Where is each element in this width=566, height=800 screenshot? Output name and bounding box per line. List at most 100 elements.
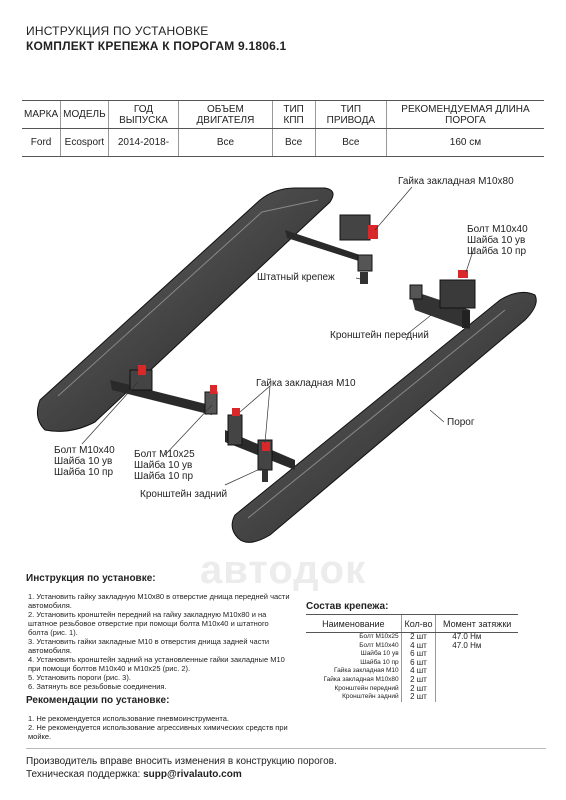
label-bolt-m10x25-line1: Болт М10х25 <box>134 449 195 460</box>
label-bolt-m10x40-left-line1: Болт М10х40 <box>54 445 115 456</box>
recommendations-heading: Рекомендации по установке: <box>26 695 170 706</box>
instruction-step: 6. Затянуть все резьбовые соединения. <box>28 682 167 691</box>
label-bolt-m10x25-line3: Шайба 10 пр <box>134 471 194 482</box>
left-front-bracket <box>285 214 378 284</box>
label-sill: Порог <box>447 417 475 428</box>
instructions-list: 1. Установить гайку закладную М10х80 в о… <box>28 592 290 691</box>
parts-cell-qty: 4 шт <box>400 641 436 651</box>
footer-disclaimer: Производитель вправе вносить изменения в… <box>26 756 337 767</box>
leader-lines <box>81 186 475 486</box>
parts-heading: Состав крепежа: <box>306 601 389 612</box>
instruction-step: 5. Установить пороги (рис. 3). <box>28 673 131 682</box>
label-bolt-m10x40-left-line3: Шайба 10 пр <box>54 467 114 478</box>
label-bolt-m10x40-left-line2: Шайба 10 ув <box>54 456 113 467</box>
parts-cell-name: Гайка закладная М10 <box>333 667 399 675</box>
spec-cell: Ford <box>22 128 61 157</box>
instruction-step: 2. Установить кронштейн передний на гайк… <box>28 610 269 637</box>
spec-col-header: ОБЪЕМ ДВИГАТЕЛЯ <box>178 100 273 129</box>
sill-diagram-svg <box>36 186 537 543</box>
spec-cell: Ecosport <box>60 128 109 157</box>
footer-support: Техническая поддержка: supp@rivalauto.co… <box>26 769 242 780</box>
parts-cell-qty: 2 шт <box>400 632 436 642</box>
label-nut-m10: Гайка закладная М10 <box>256 378 356 389</box>
spec-col-header: ТИП КПП <box>271 100 316 129</box>
parts-cell-torque <box>435 667 518 676</box>
doc-subtitle: КОМПЛЕКТ КРЕПЕЖА К ПОРОГАМ 9.1806.1 <box>26 39 287 53</box>
label-rear-bracket: Кронштейн задний <box>140 489 228 500</box>
label-bolt-m10x40-right: Болт М10х40 Шайба 10 ув Шайба 10 пр <box>467 224 528 257</box>
spec-col-header: ГОД ВЫПУСКА <box>107 100 179 129</box>
parts-cell-name: Кронштейн задний <box>342 693 399 701</box>
parts-col-header: Кол-во <box>400 614 436 633</box>
spec-col-header: ТИП ПРИВОДА <box>314 100 387 129</box>
parts-cell-name: Шайба 10 пр <box>360 658 399 666</box>
instruction-step: 4. Установить кронштейн задний на устано… <box>28 655 285 673</box>
parts-cell-torque <box>435 684 518 694</box>
parts-cell-qty: 6 шт <box>400 650 436 659</box>
parts-col-header: Момент затяжки <box>435 614 518 633</box>
label-bolt-m10x40-right-line1: Болт М10х40 <box>467 224 528 235</box>
support-email-link[interactable]: supp@rivalauto.com <box>143 769 242 780</box>
left-sill <box>36 187 334 432</box>
parts-cell-torque: 47.0 Нм <box>435 641 518 651</box>
instructions-heading: Инструкция по установке: <box>26 573 156 584</box>
parts-cell-torque <box>435 658 518 668</box>
parts-cell-name: Болт М10х40 <box>359 641 399 649</box>
label-bolt-m10x40-left: Болт М10х40 Шайба 10 ув Шайба 10 пр <box>54 445 115 478</box>
label-bolt-m10x25: Болт М10х25 Шайба 10 ув Шайба 10 пр <box>134 449 195 482</box>
installation-diagram: Гайка закладная М10х80 Болт М10х40 Шайба… <box>0 160 566 560</box>
parts-cell-name: Шайба 10 ув <box>360 650 399 658</box>
parts-cell-qty: 4 шт <box>400 667 436 676</box>
label-standard-mount: Штатный крепеж <box>257 272 335 283</box>
parts-cell-qty: 6 шт <box>400 658 436 668</box>
right-front-bracket <box>409 270 476 330</box>
recommendations-list: 1. Не рекомендуется использование пневмо… <box>28 714 288 741</box>
label-bolt-m10x40-right-line3: Шайба 10 пр <box>467 246 527 257</box>
right-rear-bracket <box>225 408 295 482</box>
recommendation-item: 1. Не рекомендуется использование пневмо… <box>28 714 229 723</box>
label-bolt-m10x40-right-line2: Шайба 10 ув <box>467 235 526 246</box>
parts-cell-qty: 2 шт <box>400 675 436 685</box>
instruction-step: 1. Установить гайку закладную М10х80 в о… <box>28 592 290 610</box>
footer-divider <box>26 748 546 749</box>
parts-cell-torque <box>435 693 518 702</box>
spec-cell: Все <box>314 128 387 157</box>
spec-cell: Все <box>178 128 273 157</box>
parts-cell-name: Болт М10х25 <box>359 633 399 640</box>
parts-cell-torque <box>435 650 518 659</box>
parts-cell-name: Кронштейн передний <box>334 684 399 692</box>
spec-col-header: МОДЕЛЬ <box>60 100 109 129</box>
instruction-step: 3. Установить гайки закладные М10 в отве… <box>28 637 270 655</box>
recommendation-item: 2. Не рекомендуется использование агресс… <box>28 723 288 741</box>
support-label: Техническая поддержка: <box>26 769 141 780</box>
doc-title: ИНСТРУКЦИЯ ПО УСТАНОВКЕ <box>26 24 209 38</box>
label-nut-m10x80: Гайка закладная М10х80 <box>398 176 514 187</box>
spec-col-header: РЕКОМЕНДУЕМАЯ ДЛИНА ПОРОГА <box>385 100 544 129</box>
spec-cell: 2014-2018- <box>107 128 179 157</box>
parts-cell-qty: 2 шт <box>400 684 436 694</box>
parts-col-header: Наименование <box>306 614 402 633</box>
label-bolt-m10x25-line2: Шайба 10 ув <box>134 460 193 471</box>
nut-m10-marker-1 <box>138 365 146 375</box>
parts-cell-name: Гайка закладная М10х80 <box>323 675 399 683</box>
right-sill <box>231 291 537 543</box>
spec-col-header: МАРКА <box>22 100 61 129</box>
parts-cell-torque: 47.0 Нм <box>435 632 518 642</box>
label-front-bracket: Кронштейн передний <box>330 330 429 341</box>
nut-m10x80-marker <box>368 225 378 239</box>
spec-cell: Все <box>271 128 316 157</box>
watermark-logo: автодок <box>200 548 367 592</box>
parts-cell-torque <box>435 675 518 685</box>
spec-cell: 160 см <box>385 128 544 157</box>
parts-cell-qty: 2 шт <box>400 693 436 702</box>
